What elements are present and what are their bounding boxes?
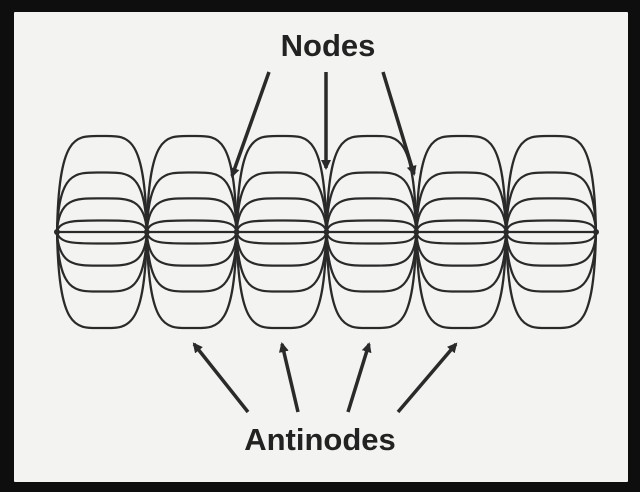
envelope-curve-top-1: [416, 136, 506, 232]
node-point-7: [593, 229, 599, 235]
envelope-curve-top-3: [147, 198, 237, 232]
node-point-1: [54, 229, 60, 235]
envelope-curve-top-3: [416, 198, 506, 232]
envelope-curve-top-4: [327, 220, 417, 232]
envelope-curve-top-1: [147, 136, 237, 232]
envelope-curve-bottom-1: [506, 232, 596, 328]
nodes-label: Nodes: [281, 28, 376, 63]
envelope-curve-bottom-1: [327, 232, 417, 328]
node-point-2: [144, 229, 150, 235]
envelope-curve-bottom-4: [147, 232, 237, 244]
envelope-curve-bottom-1: [237, 232, 327, 328]
node-arrow-right: [383, 72, 414, 174]
envelope-curve-top-3: [327, 198, 417, 232]
envelope-curve-bottom-3: [57, 232, 147, 266]
antinodes-label: Antinodes: [244, 422, 396, 457]
envelope-curve-bottom-3: [327, 232, 417, 266]
envelope-curve-top-1: [327, 136, 417, 232]
node-point-4: [324, 229, 330, 235]
envelope-curve-bottom-3: [416, 232, 506, 266]
envelope-curve-top-4: [416, 220, 506, 232]
envelope-curve-top-3: [506, 198, 596, 232]
envelope-curve-bottom-1: [57, 232, 147, 328]
antinode-arrows: [194, 344, 456, 412]
node-point-5: [413, 229, 419, 235]
node-arrows: [232, 72, 414, 176]
antinode-arrow-1: [194, 344, 248, 412]
envelope-curve-bottom-1: [416, 232, 506, 328]
envelope-curve-top-1: [237, 136, 327, 232]
node-point-3: [234, 229, 240, 235]
envelope-curve-top-4: [237, 220, 327, 232]
envelope-curve-top-3: [57, 198, 147, 232]
antinode-arrow-3: [348, 344, 369, 412]
envelope-curve-bottom-4: [237, 232, 327, 244]
envelope-curve-top-1: [506, 136, 596, 232]
node-arrow-left: [232, 72, 269, 176]
antinode-arrow-4: [398, 344, 456, 412]
envelope-curve-top-4: [147, 220, 237, 232]
node-point-6: [503, 229, 509, 235]
envelope-curve-bottom-3: [506, 232, 596, 266]
envelope-curve-bottom-3: [237, 232, 327, 266]
envelope-curve-bottom-4: [57, 232, 147, 244]
envelope-curve-bottom-4: [506, 232, 596, 244]
envelope-curve-bottom-4: [416, 232, 506, 244]
antinode-arrow-2: [282, 344, 298, 412]
envelope-curve-top-4: [506, 220, 596, 232]
envelope-curve-bottom-4: [327, 232, 417, 244]
envelope-curve-bottom-1: [147, 232, 237, 328]
envelope-curve-top-4: [57, 220, 147, 232]
envelope-curve-top-3: [237, 198, 327, 232]
envelope-curve-bottom-3: [147, 232, 237, 266]
envelope-curve-top-1: [57, 136, 147, 232]
